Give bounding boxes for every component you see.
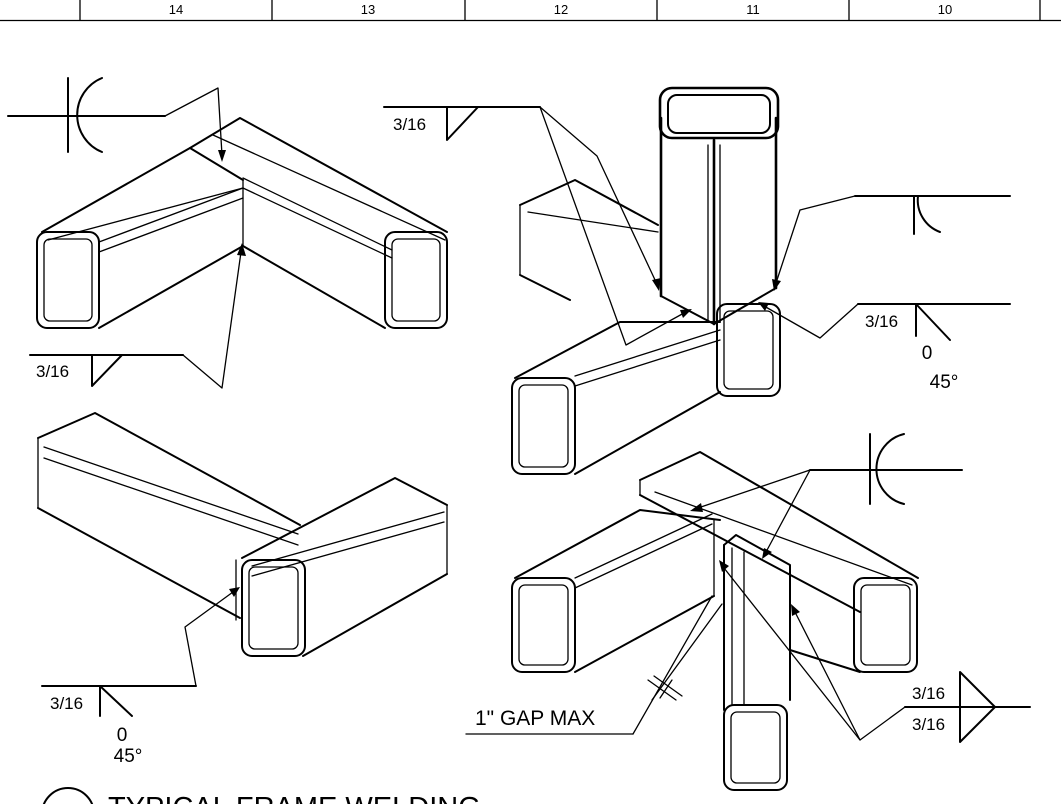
zone-label-14: 14: [169, 2, 183, 17]
zone-label-12: 12: [554, 2, 568, 17]
zone-label-13: 13: [361, 2, 375, 17]
zone-strip: 14 13 12 11 10: [0, 0, 1061, 22]
weld-size-4: 3/16: [50, 694, 83, 713]
zone-label-11: 11: [746, 2, 760, 17]
weld-size-6: 3/16: [912, 715, 945, 734]
weld-size-3: 3/16: [865, 312, 898, 331]
zone-label-10: 10: [938, 2, 952, 17]
drawing-title-block: TYPICAL FRAME WELDING: [42, 787, 481, 804]
corner-joint-callouts: 3/16: [7, 77, 246, 389]
tee-joint-callouts: 3/16 3/16 1" GAP MAX: [465, 433, 1031, 743]
gap-note: 1" GAP MAX: [475, 707, 595, 730]
weld-size-5: 3/16: [912, 684, 945, 703]
miter-joint-tubes: [37, 412, 448, 657]
root-opening-2: 0: [117, 725, 128, 746]
groove-angle-1: 45°: [930, 372, 959, 393]
root-opening-1: 0: [922, 343, 933, 364]
post-joint-callouts: 3/16 3/16 0 45°: [383, 106, 1011, 393]
groove-angle-2: 45°: [114, 746, 143, 767]
drawing-title: TYPICAL FRAME WELDING: [108, 792, 481, 804]
weld-size-2: 3/16: [393, 115, 426, 134]
weld-size-1: 3/16: [36, 362, 69, 381]
post-joint-tubes: [511, 86, 781, 475]
corner-joint-tubes: [36, 117, 448, 329]
miter-joint-callouts: 3/16 0 45°: [41, 587, 240, 767]
